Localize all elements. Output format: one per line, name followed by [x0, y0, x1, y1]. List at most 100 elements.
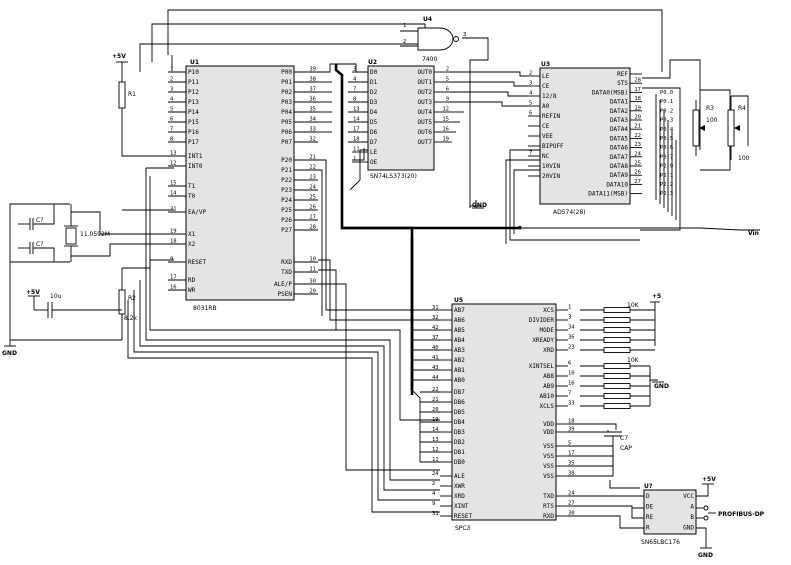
u5-pin-number: 3: [568, 315, 571, 321]
u3-net-label: P0.3: [660, 118, 673, 124]
u2-pin-name: OUT4: [418, 109, 433, 116]
c7-value: CAP: [620, 445, 632, 452]
resistor: [603, 373, 631, 379]
u5-pin-name: XWR: [454, 483, 465, 490]
top-wiring: [139, 9, 663, 208]
u5-pin-name: DB3: [454, 429, 465, 436]
u4-ref: U4: [423, 16, 432, 23]
u1-microcontroller: U1 8031RB P101P112P123P134P145P156P167P1…: [168, 59, 318, 312]
u2-pin-number: 1: [353, 157, 356, 163]
u2-pin-name: D6: [370, 129, 378, 136]
u5-pin-number: 32: [432, 315, 439, 321]
u1-pin-name: P05: [281, 119, 292, 126]
r4-value: 100: [738, 155, 750, 162]
u1-pin-number: 18: [170, 239, 177, 245]
u5-pin-name: VDD: [543, 429, 554, 436]
u2-pin-name: OE: [370, 159, 378, 166]
u2-pin-number: 9: [446, 97, 449, 103]
u1-pin-name: P24: [281, 197, 292, 204]
u5-pin-name: AB2: [454, 357, 465, 364]
u1-pin-number: 25: [309, 195, 316, 201]
u5-pin-name: TXD: [543, 493, 554, 500]
u4-nand-gate: U4 7400 1 2 3: [400, 16, 466, 63]
u1-pin-name: X1: [188, 231, 196, 238]
u3-pin-name: DATA0(MSB): [592, 89, 628, 96]
u1-pin-number: 34: [309, 117, 316, 123]
rp2-value: 10K: [627, 357, 640, 364]
u5-pin-number: 14: [432, 427, 439, 433]
u3-pin-number: 25: [634, 161, 641, 167]
u2-pin-name: D1: [370, 79, 378, 86]
u3-pin-name: REF: [617, 71, 628, 78]
c3-value: 10u: [50, 293, 62, 300]
u5-pin-number: 24: [568, 491, 575, 497]
u1-pin-name: P01: [281, 79, 292, 86]
u5-pin-name: AB0: [454, 377, 465, 384]
u3-pin-number: 26: [634, 170, 641, 176]
u6-pin-name: R: [646, 525, 650, 532]
u3-pin-name: NC: [542, 153, 550, 160]
u5-pin-number: 33: [568, 401, 575, 407]
u3-adc: U3 AD574(28) LE2CE312/84A05REFIN6CEVEEBI…: [528, 61, 674, 216]
u6-part: SN65LBC176: [641, 539, 680, 546]
u5-pin-name: XRD: [543, 347, 554, 354]
u2-pin-number: 18: [353, 137, 360, 143]
u5-pin-name: MODE: [540, 327, 555, 334]
u1-pin-number: 39: [309, 67, 316, 73]
u1-pin-number: 8: [170, 137, 173, 143]
u5-pin-name: DB2: [454, 439, 465, 446]
u2-pin-number: 5: [446, 77, 449, 83]
u1-pin-number: 32: [309, 137, 316, 143]
u5-pin-name: RESET: [454, 513, 472, 520]
u2-pin-number: 7: [353, 87, 356, 93]
u5-pin-number: 18: [568, 419, 575, 425]
u1-left-circuit: +5V R1 R2 8.2k +5V 10u C? C? 11.0: [2, 53, 440, 513]
resistor: [603, 327, 631, 333]
u5-pin-name: AB3: [454, 347, 465, 354]
u5-pin-number: 13: [432, 437, 439, 443]
r2-ref: R2: [128, 295, 136, 302]
u1-pin-name: P10: [188, 69, 199, 76]
resistor: [603, 317, 631, 323]
u5-pin-name: DB4: [454, 419, 465, 426]
r3-value: 100: [706, 117, 718, 124]
u2-pin-name: D3: [370, 99, 378, 106]
u5-pin-number: 37: [432, 335, 439, 341]
u5-pin-name: AB5: [454, 327, 465, 334]
u3-pin-number: 23: [634, 142, 641, 148]
u1-pin-name: P22: [281, 177, 292, 184]
u1-pin-name: P12: [188, 89, 199, 96]
u5-pin-number: 39: [568, 427, 575, 433]
u3-net-label: P2.1: [660, 173, 673, 179]
u5-pin-name: RXD: [543, 513, 554, 520]
u1-pin-number: 9: [170, 257, 173, 263]
u2-pin-number: 16: [442, 127, 449, 133]
u1-pin-number: 24: [309, 185, 316, 191]
u3-pin-number: 21: [634, 124, 641, 130]
u3-pin-name: DATA2: [610, 108, 628, 115]
u6-pin-name: D: [646, 493, 650, 500]
u1-pin-name: P23: [281, 187, 292, 194]
rp1-value: 10K: [627, 302, 640, 309]
u1-pin-name: P15: [188, 119, 199, 126]
u1-ref: U1: [190, 59, 199, 66]
u5-pin-number: 44: [432, 375, 439, 381]
profibus-label: PROFIBUS-DP: [718, 511, 765, 518]
u5-pin-number: 27: [568, 501, 575, 507]
u5-pin-name: AB10: [540, 393, 555, 400]
u5-pin-number: 35: [568, 461, 575, 467]
u2-pin-number: 6: [446, 87, 449, 93]
u6-pin-name: DE: [646, 504, 654, 511]
u3-pin-name: REFIN: [542, 113, 560, 120]
u3-pin-name: DATA7: [610, 154, 628, 161]
u5-pin-number: 38: [568, 471, 575, 477]
u1-pin-number: 37: [309, 87, 316, 93]
vin-label: Vin: [748, 230, 759, 237]
u3-pin-number: 27: [634, 179, 641, 185]
u3-pin-number: 22: [634, 133, 641, 139]
